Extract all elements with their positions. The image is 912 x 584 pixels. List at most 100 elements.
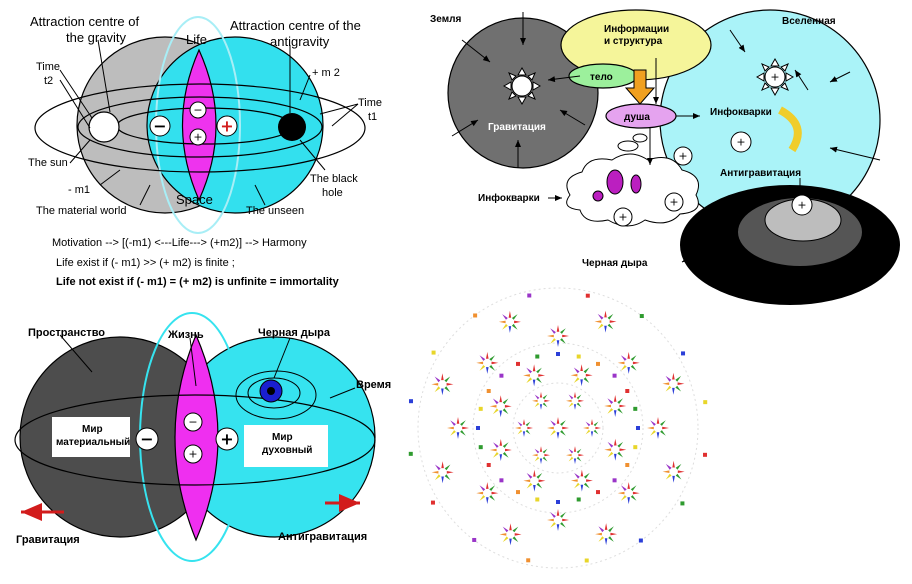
pattern-dot: [526, 558, 531, 563]
pattern-dot: [703, 400, 708, 405]
plus-sign: +: [220, 117, 233, 136]
pattern-star-icon: [583, 419, 601, 437]
vselennaya-sun-icon: +: [755, 57, 795, 97]
dusha-double-arrow: [624, 69, 656, 105]
label-prostranstvo: Пространство: [28, 327, 105, 339]
formula-life-exist: Life exist if (- m1) >> (+ m2) is finite…: [56, 257, 235, 269]
pattern-star-icon: [489, 395, 512, 418]
panel-russian-universe-diagram: + + + + + +: [430, 9, 900, 305]
pattern-dot: [681, 351, 686, 356]
panel-russian-worlds-diagram: − − + + Пространство Жизнь Черная дыра В…: [14, 312, 391, 562]
arrow: [451, 119, 479, 137]
label-mir-material-2: материальный: [56, 437, 130, 448]
leader-line: [97, 39, 111, 113]
leader-line: [319, 103, 359, 115]
label-mir-spiritual-2: духовный: [262, 445, 312, 456]
label-antigravitatsiya-bottom: Антигравитация: [278, 531, 367, 543]
minus-sign-circle: [149, 115, 171, 137]
leader-line: [139, 184, 151, 206]
pattern-dot: [636, 426, 640, 430]
black-hole-core: [267, 387, 275, 395]
pattern-star-icon: [662, 460, 685, 483]
infokvark-blob: [630, 174, 642, 194]
pattern-guide-circle: [512, 382, 604, 474]
pattern-dot: [703, 452, 708, 457]
pattern-dot: [473, 313, 478, 318]
panel-english-diagram: − − + + Attraction centre of the gravity…: [28, 14, 382, 288]
pattern-star-icon: [476, 351, 499, 374]
orbit-bottom: [14, 394, 376, 486]
pattern-dot: [408, 399, 413, 404]
pattern-dot: [612, 478, 617, 483]
pattern-dot: [556, 500, 560, 504]
leader-line: [59, 334, 93, 373]
pattern-star-icon: [570, 469, 593, 492]
mir-material-box: [52, 417, 130, 457]
arrow: [829, 146, 881, 161]
pattern-dot: [476, 426, 480, 430]
arrow: [794, 69, 809, 91]
infokvark-plus: [664, 192, 684, 212]
pattern-dot: [680, 501, 685, 506]
infokvark-plus-sign: +: [736, 136, 745, 149]
label-mir-material-1: Мир: [82, 424, 103, 435]
pattern-dot: [431, 350, 436, 355]
pattern-dot: [576, 497, 581, 502]
pattern-dot: [527, 293, 532, 298]
leader-line: [99, 169, 121, 186]
small-ring: [632, 133, 648, 143]
label-gravitatsiya: Гравитация: [488, 122, 546, 133]
label-zemlya: Земля: [430, 14, 461, 25]
label-unseen: The unseen: [246, 205, 304, 217]
life-lens-bottom: [174, 333, 219, 542]
label-time-t2-sub: t2: [44, 75, 53, 87]
pattern-guide-circle: [472, 342, 644, 514]
label-infokvarki-right: Инфокварки: [710, 106, 772, 118]
pattern-star-icon: [662, 372, 685, 395]
label-info-struct-2: и структура: [604, 36, 663, 47]
infokvark-plus: [613, 207, 633, 227]
plus-sign-circle-bottom: [215, 427, 239, 451]
pattern-star-icon: [617, 351, 640, 374]
label-attraction-antigravity-1: Attraction centre of the: [230, 18, 361, 33]
pattern-dot: [625, 463, 630, 467]
pattern-dot: [486, 389, 491, 393]
pattern-star-icon: [566, 446, 584, 465]
pattern-dot: [585, 293, 590, 298]
arrow: [547, 75, 581, 83]
label-time-t1-sub: t1: [368, 111, 377, 123]
pattern-dot: [535, 497, 540, 502]
leader-line: [299, 139, 326, 171]
pattern-star-icon: [566, 391, 584, 410]
infokvark-plus-sign: +: [669, 196, 678, 209]
mir-spiritual-box: [244, 425, 328, 467]
infokvark-plus: [730, 131, 752, 153]
pattern-star-icon: [476, 482, 499, 505]
leader-line: [59, 69, 93, 119]
black-hole-circle: [278, 113, 306, 141]
label-vremya: Время: [356, 379, 391, 391]
plus-sign-circle: [216, 115, 238, 137]
pattern-star-icon: [547, 325, 569, 347]
leader-line: [59, 79, 91, 129]
label-mir-spiritual-1: Мир: [272, 432, 293, 443]
life-minus-sign: −: [193, 104, 202, 117]
pattern-star-icon: [604, 395, 627, 417]
arrow: [829, 71, 851, 83]
label-chernaya-dyra-bottom: Черная дыра: [258, 327, 331, 339]
label-telo: тело: [590, 72, 613, 83]
life-minus-sign-bottom: −: [188, 416, 197, 429]
label-info-struct-1: Информации: [604, 23, 669, 35]
label-time-t2: Time: [36, 61, 60, 73]
orbit-middle: [77, 96, 323, 158]
label-time-t1: Time: [358, 97, 382, 109]
infokvark-plus-sign: +: [618, 211, 627, 224]
infokvark-blob: [592, 190, 604, 202]
label-attraction-gravity-2: the gravity: [66, 30, 126, 45]
pattern-star-icon: [431, 461, 454, 484]
infokvark-blob: [606, 169, 624, 195]
formula-motivation: Motivation --> [(-m1) <---Life---> (+m2)…: [52, 237, 307, 249]
label-attraction-gravity-1: Attraction centre of: [30, 14, 139, 29]
pattern-dot: [576, 354, 581, 359]
pattern-dot: [596, 361, 600, 366]
